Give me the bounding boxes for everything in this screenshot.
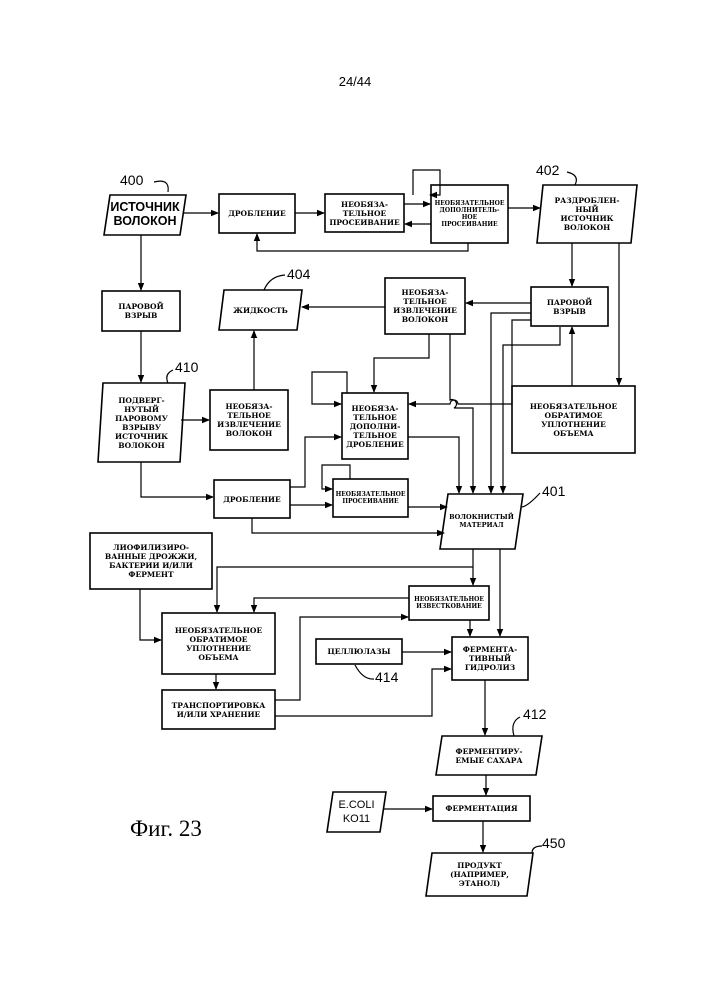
crushing-top-label: ДРОБЛЕНИЕ	[219, 194, 295, 233]
arrow-lyophilized-to-reverse	[140, 589, 161, 640]
ref-401: 401	[542, 483, 565, 499]
ref-404: 404	[287, 266, 310, 282]
leader-410	[167, 370, 173, 383]
fiber-source-label: ИСТОЧНИК ВОЛОКОН	[106, 196, 184, 234]
leader-450	[532, 846, 542, 853]
ref-414: 414	[375, 669, 398, 685]
ref-412: 412	[523, 706, 546, 722]
opt-extract-mid-label: НЕОБЯЗА- ТЕЛЬНОЕ ИЗВЛЕЧЕНИЕ ВОЛОКОН	[210, 390, 288, 450]
opt-add-crushing-label: НЕОБЯЗА- ТЕЛЬНОЕ ДОПОЛНИ- ТЕЛЬНОЕ ДРОБЛЕ…	[342, 393, 408, 459]
opt-add-screening-label: НЕОБЯЗАТЕЛЬНОЕ ДОПОЛНИТЕЛЬ- НОЕ ПРОСЕИВА…	[431, 185, 508, 243]
ref-402: 402	[536, 162, 559, 178]
ref-400: 400	[120, 172, 143, 188]
arrow-extract-top-to-fibrous	[450, 334, 473, 493]
leader-412	[513, 717, 520, 736]
steam-right-label: ПАРОВОЙ ВЗРЫВ	[531, 287, 608, 326]
fermentation-label: ФЕРМЕНТАЦИЯ	[433, 796, 530, 821]
arrow-add-crushing-to-fibrous	[408, 437, 459, 493]
opt-liming-label: НЕОБЯЗАТЕЛЬНОЕ ИЗВЕСТКОВАНИЕ	[409, 586, 489, 620]
ref-450: 450	[542, 835, 565, 851]
opt-screening-mid-label: НЕОБЯЗАТЕЛЬНОЕ ПРОСЕИВАНИЕ	[333, 479, 408, 517]
ecoli-label: E.COLI KO11	[330, 792, 383, 832]
opt-reverse-right-label: НЕОБЯЗАТЕЛЬНОЕ ОБРАТИМОЕ УПЛОТНЕНИЕ ОБЪЕ…	[512, 386, 635, 453]
opt-extract-top-label: НЕОБЯЗА- ТЕЛЬНОЕ ИЗВЛЕЧЕНИЕ ВОЛОКОН	[385, 278, 465, 334]
steam-left-label: ПАРОВОЙ ВЗРЫВ	[102, 291, 180, 331]
ref-410: 410	[175, 359, 198, 375]
leader-414	[355, 665, 374, 679]
arrow-exploded-to-crushing-mid	[141, 462, 213, 497]
fibrous-material-label: ВОЛОКНИСТЫЙ МАТЕРИАЛ	[444, 495, 519, 548]
product-label: ПРОДУКТ (НАПРИМЕР, ЭТАНОЛ)	[429, 853, 530, 896]
leader-404	[264, 275, 285, 290]
transport-label: ТРАНСПОРТИРОВКА И/ИЛИ ХРАНЕНИЕ	[162, 690, 275, 729]
crushing-mid-label: ДРОБЛЕНИЕ	[214, 480, 290, 518]
arrow-crushing-mid-to-fibrous	[252, 518, 444, 533]
liquid-label: ЖИДКОСТЬ	[221, 290, 300, 330]
cellulases-label: ЦЕЛЛЮЛАЗЫ	[316, 639, 402, 664]
lyophilized-label: ЛИОФИЛИЗИРО- ВАННЫЕ ДРОЖЖИ, БАКТЕРИИ И/И…	[90, 533, 212, 589]
opt-screening-top-label: НЕОБЯЗА- ТЕЛЬНОЕ ПРОСЕИВАНИЕ	[325, 194, 404, 232]
enzymatic-hydrolysis-label: ФЕРМЕНТА- ТИВНЫЙ ГИДРОЛИЗ	[452, 637, 528, 680]
leader-401	[522, 493, 540, 507]
exploded-source-label: ПОДВЕРГ- НУТЫЙ ПАРОВОМУ ВЗРЫВУ ИСТОЧНИК …	[100, 384, 183, 461]
leader-400	[154, 181, 168, 192]
page-number: 24/44	[300, 74, 410, 89]
leader-402	[567, 172, 576, 185]
opt-reverse-left-label: НЕОБЯЗАТЕЛЬНОЕ ОБРАТИМОЕ УПЛОТНЕНИЕ ОБЪЕ…	[162, 613, 275, 674]
arrow-extract-top-to-add-crushing	[374, 334, 429, 392]
fermentable-sugars-label: ФЕРМЕНТИРУ- ЕМЫЕ САХАРА	[439, 736, 539, 775]
figure-label: Фиг. 23	[130, 816, 202, 842]
crushed-source-label: РАЗДРОБЛЕН- НЫЙ ИСТОЧНИК ВОЛОКОН	[540, 186, 634, 242]
arrow-liming-to-reverse-left	[254, 598, 409, 612]
